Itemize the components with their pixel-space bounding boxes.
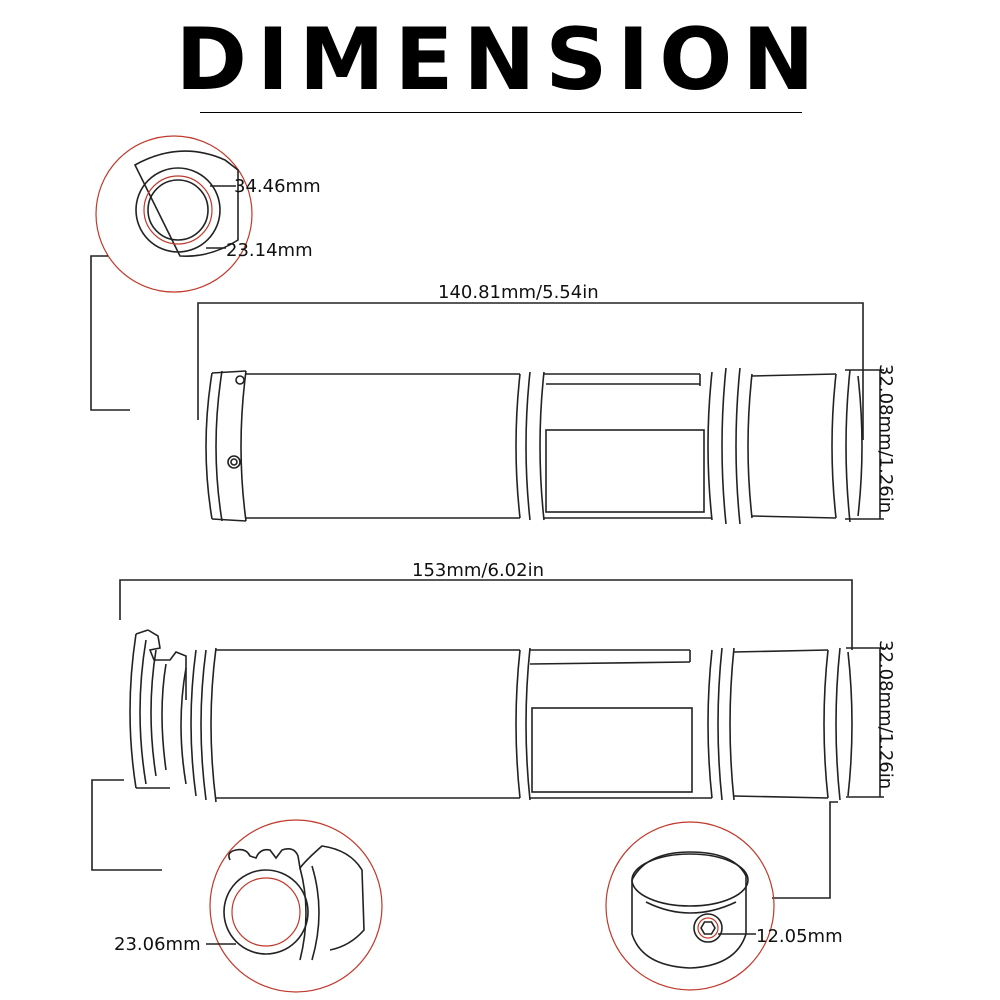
label-outer-diameter: 34.46mm (234, 176, 321, 197)
label-grip1-length: 140.81mm/5.54in (438, 282, 599, 303)
grip-1-drawing (197, 302, 884, 525)
label-throttle-inner-diameter: 23.06mm (114, 934, 201, 955)
leader-line-3 (772, 801, 838, 899)
label-grip2-length: 153mm/6.02in (412, 560, 544, 581)
grip-2-drawing (119, 579, 884, 803)
leader-line-1 (90, 255, 130, 411)
label-grip2-diameter: 32.08mm/1.26in (875, 640, 896, 789)
label-end-cap-hex: 12.05mm (756, 926, 843, 947)
detail-circle-grip-end (95, 135, 253, 293)
detail-circle-end-cap (605, 821, 775, 991)
label-grip1-diameter: 32.08mm/1.26in (875, 364, 896, 513)
label-inner-diameter: 23.14mm (226, 240, 313, 261)
leader-line-2 (91, 779, 162, 871)
detail-circle-throttle-end (209, 819, 383, 993)
hex-socket-icon (700, 921, 716, 935)
page-title: DIMENSION (175, 10, 825, 110)
title-underline (200, 112, 802, 113)
